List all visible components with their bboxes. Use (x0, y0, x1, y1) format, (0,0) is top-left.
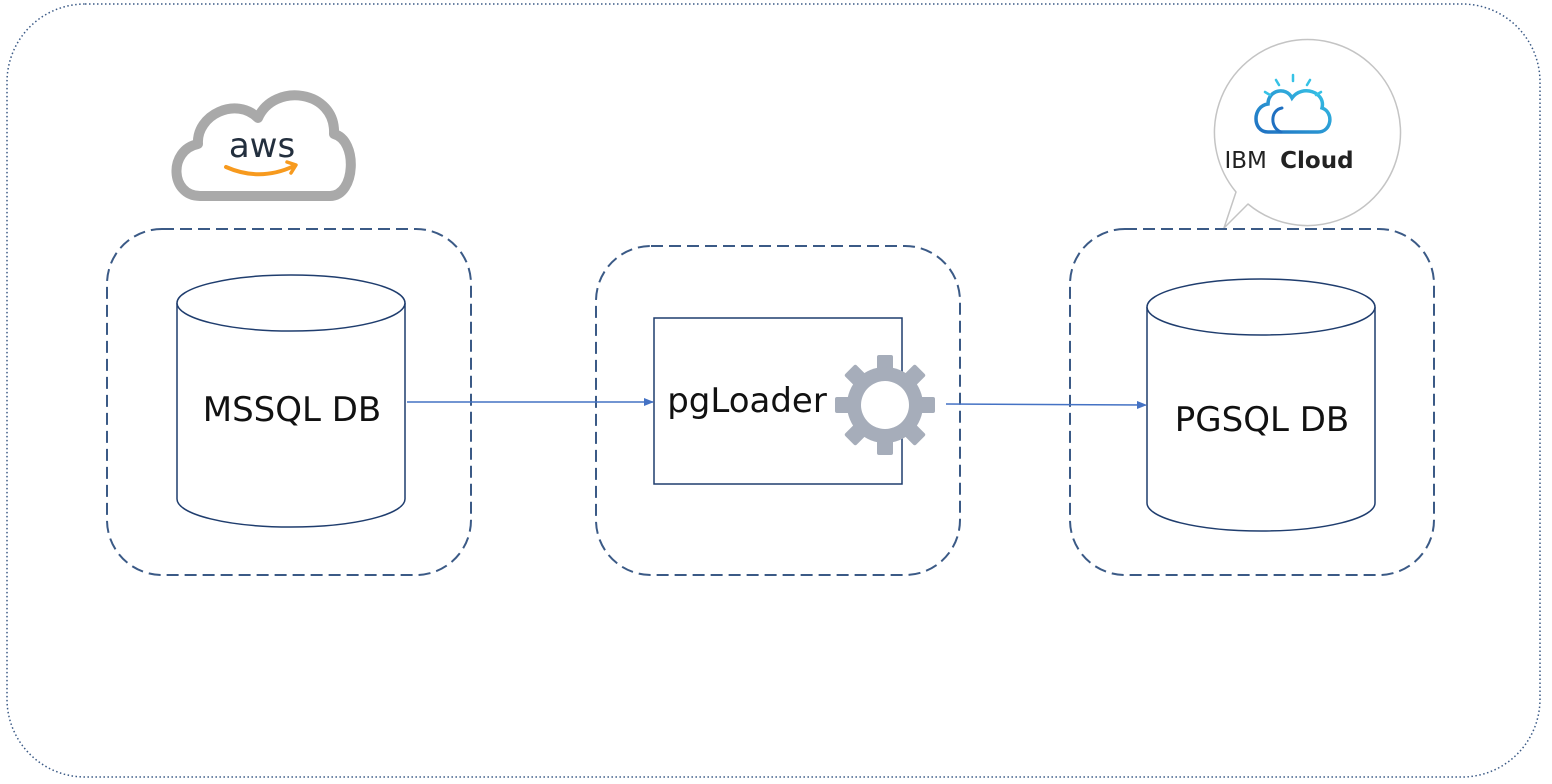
gear-icon (835, 355, 935, 455)
ibm-logo-text: IBM (1224, 148, 1266, 174)
outer-boundary (6, 3, 1541, 778)
arrow-pgloader-to-pgsql (945, 400, 1147, 409)
mssql-db-label: MSSQL DB (203, 390, 382, 430)
cloud-logo-text: Cloud (1280, 148, 1353, 174)
svg-text:IBM Cloud: IBM Cloud (1224, 148, 1353, 174)
ibm-cloud-icon (1254, 73, 1332, 134)
pgsql-db-cylinder: PGSQL DB (1146, 278, 1376, 532)
mssql-db-cylinder: MSSQL DB (176, 274, 406, 528)
ibm-cloud-bubble: IBM Cloud (1213, 38, 1402, 229)
aws-smile (224, 164, 296, 177)
aws-cloud-icon: aws (171, 90, 356, 201)
pgloader-label: pgLoader (667, 381, 827, 421)
target-container (1069, 228, 1435, 576)
pgsql-db-label: PGSQL DB (1175, 400, 1349, 440)
tool-container (595, 245, 961, 576)
aws-logo-text: aws (229, 126, 295, 166)
